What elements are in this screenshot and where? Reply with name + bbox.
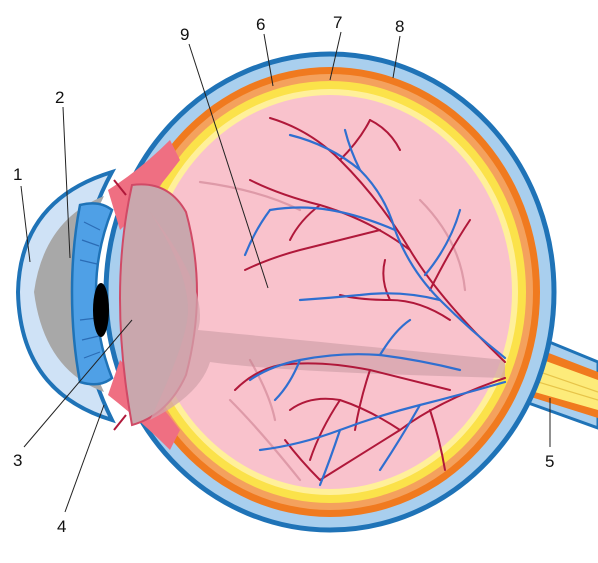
pupil: [93, 283, 109, 337]
label-4: 4: [57, 517, 66, 536]
label-9: 9: [180, 25, 189, 44]
label-7: 7: [333, 13, 342, 32]
vitreous-body: [148, 95, 512, 489]
label-6: 6: [256, 15, 265, 34]
label-3: 3: [13, 451, 22, 470]
label-8: 8: [395, 17, 404, 36]
label-2: 2: [55, 88, 64, 107]
label-1: 1: [13, 165, 22, 184]
label-5: 5: [545, 452, 554, 471]
